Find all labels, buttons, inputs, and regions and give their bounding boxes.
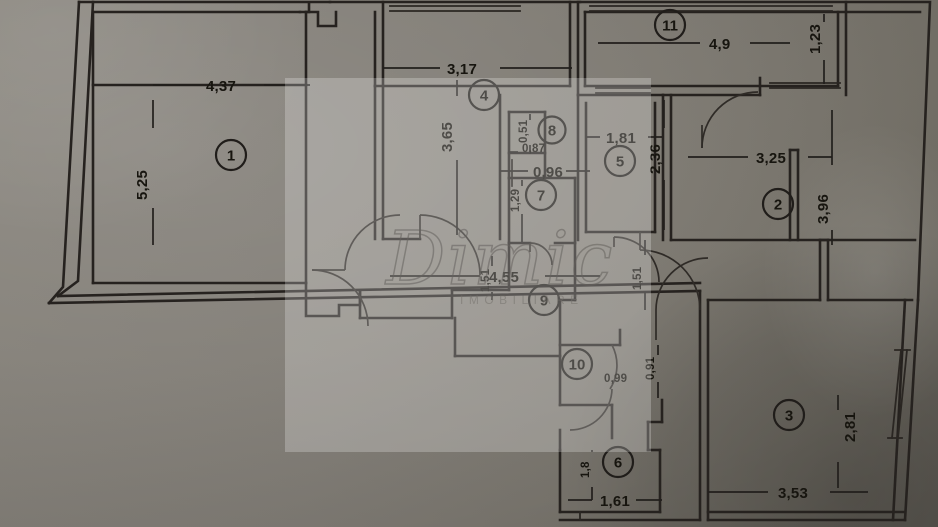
room-11-walls	[583, 0, 848, 97]
room-marker-7: 7	[524, 178, 558, 212]
room-number-1: 1	[227, 148, 235, 165]
dim-3-17: 3,17	[447, 61, 477, 78]
room-number-5: 5	[616, 154, 624, 171]
top-center-walls	[304, 0, 580, 97]
room-4-walls	[373, 84, 502, 241]
paper-highlight-top-left	[0, 0, 320, 240]
room-number-3: 3	[785, 408, 793, 425]
room-number-7: 7	[537, 188, 545, 205]
room-6-walls	[558, 398, 702, 522]
dim-2-36: 2,36	[647, 144, 664, 174]
dim-1-8: 1,8	[580, 461, 592, 478]
room-marker-10: 10	[560, 347, 594, 381]
room-3-walls	[639, 148, 914, 340]
room-marker-11: 11	[653, 8, 687, 42]
room-number-4: 4	[480, 88, 489, 105]
room-2-walls	[661, 76, 917, 242]
dim-3-53: 3,53	[778, 485, 808, 502]
room-marker-8: 8	[537, 115, 567, 145]
dimension-labels: 4,37 5,25 3,17 3,65 4,9 1,23 1,81 2,36 3…	[134, 24, 859, 510]
room-marker-4: 4	[467, 78, 501, 112]
dim-0-91: 0,91	[645, 356, 657, 380]
dimension-lines	[152, 14, 868, 501]
room-9-walls	[311, 214, 577, 358]
dim-1-51-left: 1,51	[480, 268, 492, 292]
dim-1-81: 1,81	[606, 130, 636, 147]
room-number-2: 2	[774, 197, 782, 214]
dim-4-37: 4,37	[206, 78, 236, 95]
room-number-10: 10	[569, 357, 586, 374]
dim-0-87: 0,87	[522, 143, 545, 155]
room-number-6: 6	[614, 455, 622, 472]
dim-0-51: 0,51	[518, 119, 530, 143]
outer-walls	[47, 0, 932, 522]
dim-2-81: 2,81	[842, 412, 859, 442]
dim-1-23: 1,23	[807, 24, 824, 54]
room-marker-3: 3	[772, 398, 806, 432]
faint-pencil-mark: · · · ·	[92, 295, 119, 305]
room-marker-6: 6	[601, 445, 635, 479]
dim-3-96: 3,96	[815, 194, 832, 224]
room-marker-2: 2	[761, 187, 795, 221]
dim-3-25: 3,25	[756, 150, 786, 167]
room-number-11: 11	[662, 18, 678, 35]
dim-4-55: 4,55	[489, 269, 519, 286]
room-number-8: 8	[548, 123, 556, 140]
dim-1-29: 1,29	[510, 189, 522, 212]
room-marker-1: 1	[214, 138, 248, 172]
rooms-7-8-walls	[507, 110, 577, 266]
room-marker-9: 9	[527, 283, 561, 317]
dim-4-9: 4,9	[709, 36, 730, 53]
dim-1-61: 1,61	[600, 493, 630, 510]
dim-3-65: 3,65	[439, 122, 456, 152]
dim-0-96: 0,96	[533, 164, 563, 181]
room-5-walls	[576, 87, 665, 283]
room-number-9: 9	[540, 293, 548, 310]
dim-5-25: 5,25	[134, 170, 151, 200]
room-marker-5: 5	[603, 144, 637, 178]
room-10-walls	[558, 328, 622, 452]
room-number-markers: 1 2 3 4 5 6 7	[214, 8, 806, 479]
dim-0-99: 0,99	[604, 373, 627, 385]
dim-1-51-right: 1,51	[632, 266, 644, 290]
